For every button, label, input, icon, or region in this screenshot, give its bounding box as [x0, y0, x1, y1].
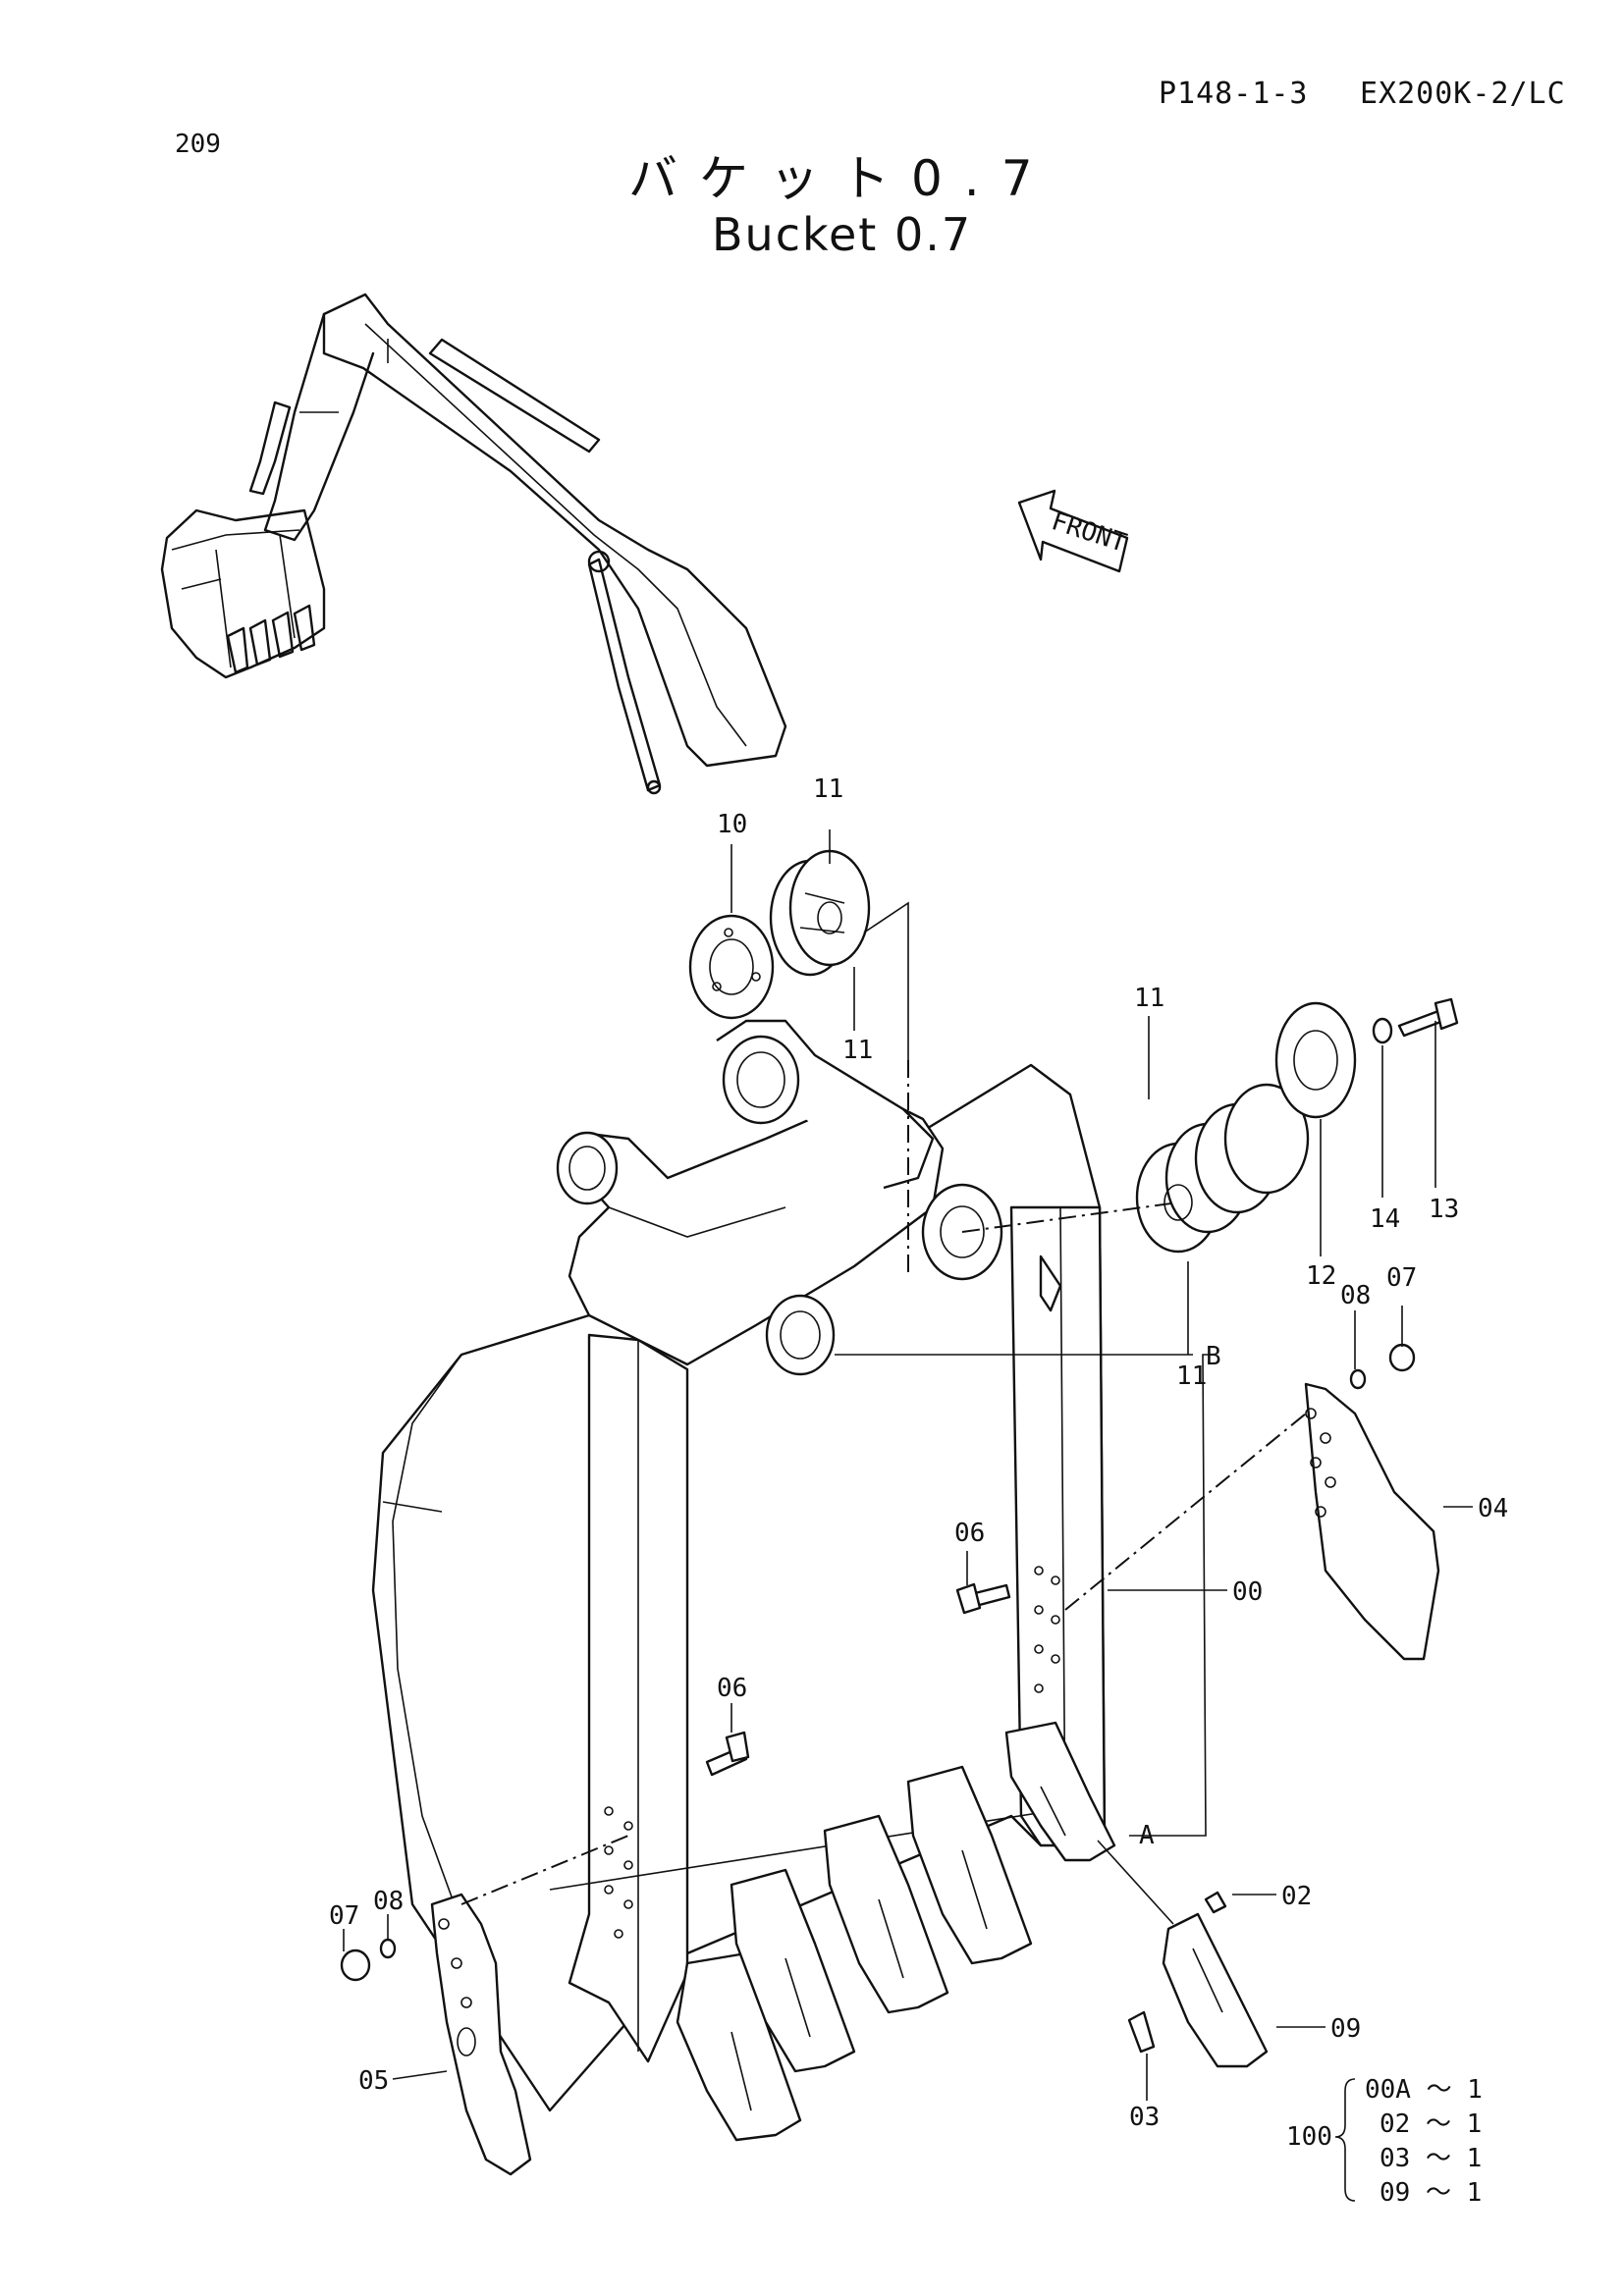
side-cutter-04: [1304, 1343, 1440, 1661]
callout-11: 11: [1134, 984, 1164, 1013]
callout-08: 08: [1340, 1281, 1371, 1310]
kit-number: 100: [1286, 2122, 1332, 2152]
tooth-09-group: [1127, 1891, 1269, 2068]
front-direction-arrow: FRONT: [1017, 489, 1130, 573]
leader-lines: [343, 829, 1473, 2101]
callout-13: 13: [1429, 1195, 1459, 1224]
kit-legend: 100 00A ～ 1 02 ～ 1 03 ～ 1 09 ～ 1: [1286, 2075, 1483, 2208]
kit-item: 00A ～ 1: [1365, 2075, 1483, 2105]
callout-06: 06: [954, 1519, 985, 1548]
callout-07: 07: [329, 1901, 359, 1931]
callout-06: 06: [717, 1674, 747, 1703]
callout-A: A: [1139, 1821, 1155, 1850]
callout-11: 11: [1176, 1362, 1207, 1391]
model-code: EX200K-2/LC: [1360, 77, 1566, 111]
plate-12-group: [1135, 997, 1459, 1254]
kit-item: 09 ～ 1: [1380, 2178, 1482, 2208]
kit-item: 03 ～ 1: [1380, 2144, 1482, 2173]
callout-11: 11: [813, 774, 843, 804]
callout-12: 12: [1306, 1261, 1336, 1291]
callout-08: 08: [373, 1887, 404, 1916]
callout-03: 03: [1129, 2103, 1160, 2132]
callout-10: 10: [717, 810, 747, 839]
kit-item: 02 ～ 1: [1380, 2109, 1482, 2139]
page-reference: P148-1-3: [1159, 77, 1309, 111]
callout-11: 11: [842, 1036, 873, 1065]
bolts-06: [705, 1582, 1011, 1777]
callout-numbers: 10 11 11 11 11 12 13 14 B A 00 04 08 07 …: [329, 774, 1508, 2132]
page-number: 209: [175, 130, 221, 159]
callout-02: 02: [1281, 1882, 1312, 1911]
callout-14: 14: [1370, 1204, 1400, 1234]
front-label: FRONT: [1048, 507, 1130, 559]
side-cutter-05: [340, 1893, 532, 2176]
callout-09: 09: [1330, 2014, 1361, 2044]
callout-05: 05: [358, 2066, 389, 2096]
bucket-teeth: [676, 1721, 1116, 2142]
page-title: Bucket 0.7: [712, 208, 973, 261]
callout-B: B: [1206, 1342, 1221, 1371]
callout-07: 07: [1386, 1263, 1417, 1293]
page-title-japanese: バケット0.7: [628, 150, 1055, 207]
callout-00: 00: [1232, 1577, 1263, 1607]
plate-10-group: [688, 849, 871, 1020]
excavator-overview-illustration: [160, 293, 787, 795]
callout-04: 04: [1478, 1494, 1508, 1523]
